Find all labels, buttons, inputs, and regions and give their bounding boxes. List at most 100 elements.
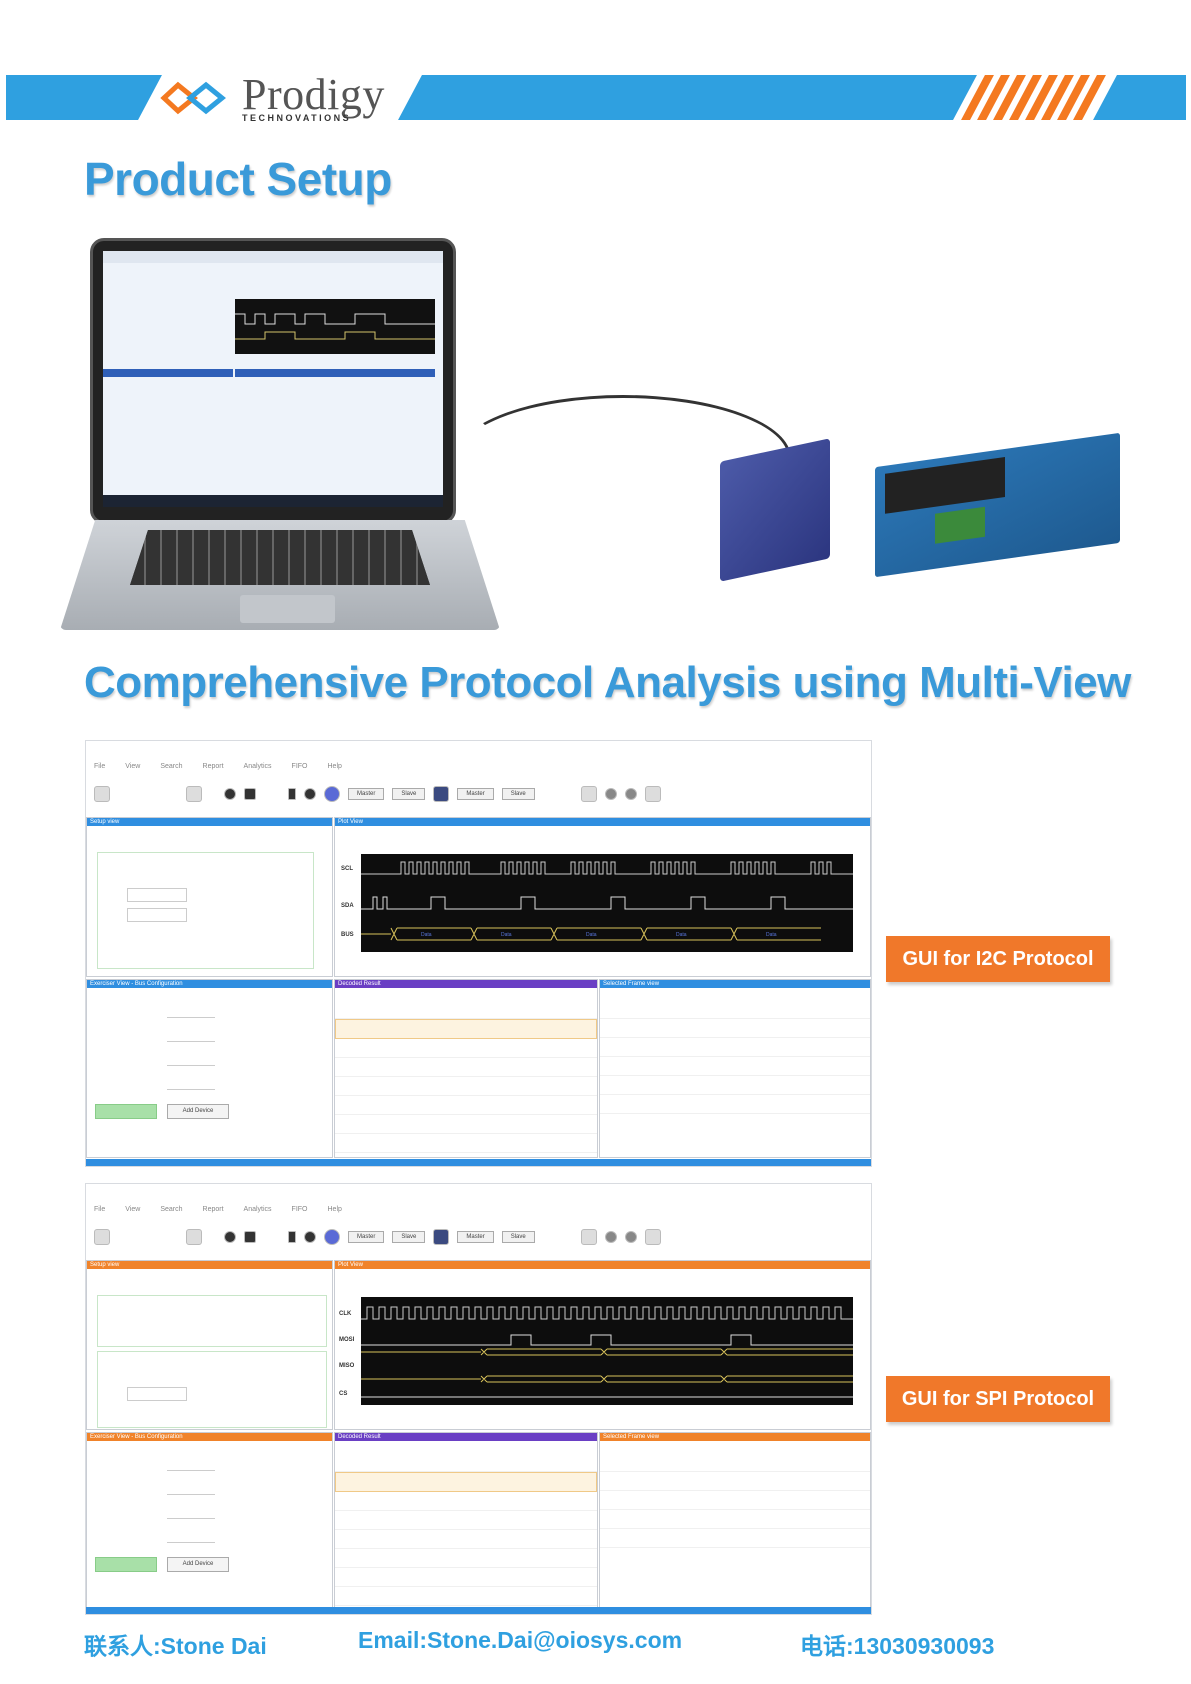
interface-field[interactable]	[167, 1485, 215, 1495]
analyzer-icon[interactable]	[433, 786, 450, 802]
settings-icon[interactable]	[304, 788, 316, 800]
termination-field[interactable]	[167, 1509, 215, 1519]
brand-name: Prodigy	[242, 69, 385, 119]
menu-view[interactable]: View	[125, 1206, 141, 1213]
signal-label-bus: BUS	[341, 932, 354, 938]
target-board	[875, 432, 1120, 578]
menu-report[interactable]: Report	[202, 763, 224, 770]
svg-text:Data: Data	[421, 932, 432, 938]
waveform-display[interactable]	[361, 1297, 853, 1405]
connect-icon[interactable]	[94, 1229, 110, 1245]
termination-field[interactable]	[167, 1056, 215, 1066]
laptop-trackpad	[240, 595, 335, 623]
menu-analytics[interactable]: Analytics	[243, 1206, 272, 1213]
svg-text:Data: Data	[586, 932, 597, 938]
svg-text:Data: Data	[766, 932, 777, 938]
slave-button[interactable]: Slave	[392, 788, 426, 800]
i2c-gui-screenshot: File View Search Report Analytics FIFO H…	[85, 740, 872, 1167]
connect-icon[interactable]	[94, 786, 110, 802]
pane-header: Plot View	[335, 818, 870, 826]
write-registers-button[interactable]	[95, 1104, 157, 1119]
setup-view-pane: Setup view	[86, 1260, 333, 1430]
master-button[interactable]: Master	[348, 788, 385, 800]
folder-icon[interactable]	[244, 788, 256, 800]
settings-icon[interactable]	[304, 1231, 316, 1243]
help-icon[interactable]	[624, 788, 637, 800]
search-icon[interactable]	[580, 786, 597, 802]
help-icon[interactable]	[624, 1231, 637, 1243]
trigger-icon[interactable]	[186, 1229, 202, 1245]
trigger-icon[interactable]	[186, 786, 202, 802]
report-icon[interactable]	[644, 1229, 661, 1245]
write-registers-button[interactable]	[95, 1557, 157, 1572]
plot-view-pane: Plot View CLK MOSI MISO CS	[334, 1260, 871, 1430]
address-field[interactable]	[167, 1080, 215, 1090]
status-bar	[86, 1607, 871, 1614]
selected-frame-pane: Selected Frame view	[599, 1432, 871, 1609]
info-icon[interactable]	[604, 1231, 617, 1243]
signal-label-sda: SDA	[341, 903, 354, 909]
pane-header: Selected Frame view	[600, 1433, 870, 1441]
pane-header: Setup view	[87, 818, 332, 826]
menu-bar: File View Search Report Analytics FIFO H…	[94, 1206, 342, 1213]
pane-header: Selected Frame view	[600, 980, 870, 988]
record-icon[interactable]	[224, 1231, 236, 1243]
frequency-field[interactable]	[167, 1533, 215, 1543]
menu-fifo[interactable]: FIFO	[291, 763, 308, 770]
device-icon[interactable]	[288, 788, 296, 800]
mode-type-field[interactable]	[167, 1461, 215, 1471]
protocol-analyzer-device	[720, 438, 830, 582]
pane-header: Decoded Result	[335, 980, 597, 988]
add-device-button[interactable]: Add Device	[167, 1104, 229, 1119]
menu-help[interactable]: Help	[327, 763, 342, 770]
menu-help[interactable]: Help	[327, 1206, 342, 1213]
menu-file[interactable]: File	[94, 1206, 106, 1213]
info-icon[interactable]	[604, 788, 617, 800]
master-button-2[interactable]: Master	[457, 788, 494, 800]
menu-fifo[interactable]: FIFO	[291, 1206, 308, 1213]
signal-label-miso: MISO	[339, 1363, 355, 1369]
svg-text:Data: Data	[501, 932, 512, 938]
analyzer-icon[interactable]	[433, 1229, 450, 1245]
exerciser-icon[interactable]	[324, 786, 340, 802]
brand-subtitle: TECHNOVATIONS	[242, 112, 352, 123]
setup-view-pane: Setup view	[86, 817, 333, 977]
pane-header: Exerciser View - Bus Configuration	[87, 1433, 332, 1441]
contact-email[interactable]: Email:Stone.Dai@oiosys.com	[358, 1627, 683, 1653]
master-button-2[interactable]: Master	[457, 1231, 494, 1243]
menu-view[interactable]: View	[125, 763, 141, 770]
toolbar: Master Slave Master Slave	[94, 1226, 661, 1248]
add-device-button[interactable]: Add Device	[167, 1557, 229, 1572]
device-icon[interactable]	[288, 1231, 296, 1243]
svg-text:Data: Data	[676, 932, 687, 938]
section-title-multiview: Comprehensive Protocol Analysis using Mu…	[84, 658, 1131, 707]
mode-type-field[interactable]	[167, 1008, 215, 1018]
slave-button-2[interactable]: Slave	[501, 1231, 535, 1243]
interface-field[interactable]	[167, 1032, 215, 1042]
contact-phone: 电话:13030930093	[800, 1633, 995, 1659]
menu-search[interactable]: Search	[160, 1206, 183, 1213]
slave-button[interactable]: Slave	[392, 1231, 426, 1243]
slave-button-2[interactable]: Slave	[501, 788, 535, 800]
report-icon[interactable]	[644, 786, 661, 802]
exerciser-icon[interactable]	[324, 1229, 340, 1245]
menu-file[interactable]: File	[94, 763, 106, 770]
search-icon[interactable]	[580, 1229, 597, 1245]
folder-icon[interactable]	[244, 1231, 256, 1243]
menu-report[interactable]: Report	[202, 1206, 224, 1213]
master-button[interactable]: Master	[348, 1231, 385, 1243]
spi-gui-screenshot: File View Search Report Analytics FIFO H…	[85, 1183, 872, 1615]
section-title-product-setup: Product Setup	[84, 153, 392, 205]
record-icon[interactable]	[224, 788, 236, 800]
signal-label-cs: CS	[339, 1391, 348, 1397]
logo-mark-icon	[160, 81, 226, 114]
pane-header: Setup view	[87, 1261, 332, 1269]
menu-analytics[interactable]: Analytics	[243, 763, 272, 770]
callout-spi: GUI for SPI Protocol	[886, 1376, 1110, 1422]
menu-search[interactable]: Search	[160, 763, 183, 770]
menu-bar: File View Search Report Analytics FIFO H…	[94, 763, 342, 770]
laptop-keyboard	[130, 530, 430, 585]
selected-frame-pane: Selected Frame view	[599, 979, 871, 1158]
waveform-display[interactable]: Data Data Data Data Data	[361, 854, 853, 952]
